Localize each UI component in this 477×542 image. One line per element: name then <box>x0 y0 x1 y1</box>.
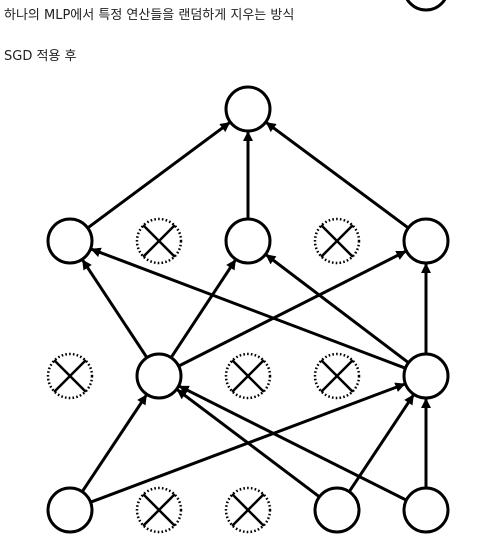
node-h1_2 <box>135 352 183 400</box>
dropped-node-h1_4 <box>313 352 361 400</box>
dropout-cross-mark <box>142 493 176 527</box>
node-h2_1 <box>46 217 94 265</box>
subtitle-line: SGD 적용 후 <box>4 49 77 64</box>
node-h2_5 <box>402 217 450 265</box>
node-o1 <box>224 85 272 133</box>
dropout-cross-mark <box>320 359 354 393</box>
dropped-node-h1_1 <box>46 352 94 400</box>
edge-h1_2-to-h2_1 <box>81 259 149 359</box>
node-i1 <box>46 486 94 534</box>
edge-h1_5-to-h2_1 <box>90 247 406 370</box>
dropped-node-h1_3 <box>224 352 272 400</box>
dropout-cross-mark <box>231 493 265 527</box>
dropped-node-i3 <box>224 486 272 534</box>
dropout-cross-mark <box>53 359 87 393</box>
dropped-node-i2 <box>135 486 183 534</box>
connection-edges <box>80 121 431 504</box>
edge-i4-to-h1_2 <box>176 388 321 498</box>
node-i5 <box>402 486 450 534</box>
node-i4 <box>313 486 361 534</box>
edge-h2_5-to-o1 <box>265 121 410 230</box>
dropped-node-h2_4 <box>313 217 361 265</box>
edge-h1_5-to-h2_3 <box>265 253 410 364</box>
network-nodes <box>46 85 450 534</box>
edge-h2_1-to-o1 <box>86 121 231 230</box>
dropout-cross-mark <box>231 359 265 393</box>
node-h2_3 <box>224 217 272 265</box>
edge-i5-to-h1_2 <box>178 384 407 502</box>
dropped-node-h2_2 <box>135 217 183 265</box>
node-h1_5 <box>402 352 450 400</box>
clipped-node-outline <box>405 0 447 12</box>
description-line: 하나의 MLP에서 특정 연산들을 랜덤하게 지우는 방식 <box>4 8 295 23</box>
edge-h1_2-to-h2_5 <box>177 250 407 368</box>
edge-i1-to-h1_2 <box>80 394 148 493</box>
dropout-cross-mark <box>320 224 354 258</box>
dropout-cross-mark <box>142 224 176 258</box>
edge-h1_2-to-h2_3 <box>169 259 237 359</box>
